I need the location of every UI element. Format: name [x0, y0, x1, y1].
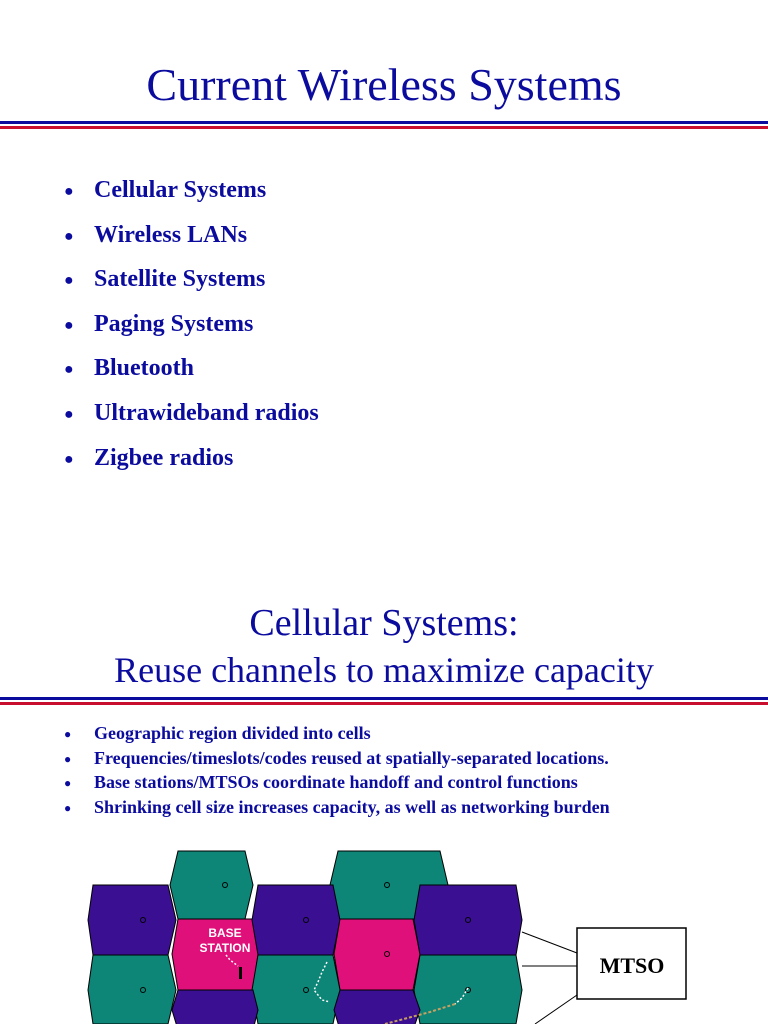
mobile-path-icon — [313, 961, 331, 1003]
list-item: ●Frequencies/timeslots/codes reused at s… — [64, 747, 609, 768]
slide2-bullet-list: ●Geographic region divided into cells ●F… — [64, 723, 610, 821]
slide2-title-rule — [0, 697, 768, 705]
list-item: ●Ultrawideband radios — [64, 399, 319, 444]
list-item: ●Base stations/MTSOs coordinate handoff … — [64, 772, 578, 792]
list-item: ●Geographic region divided into cells — [64, 723, 371, 743]
cell-purple — [87, 884, 177, 956]
slide1-bullet-list: ●Cellular Systems ●Wireless LANs ●Satell… — [64, 176, 319, 488]
cell-teal — [169, 850, 254, 920]
base-station-dot — [140, 987, 146, 993]
base-station-label-line1: BASE — [208, 926, 241, 940]
mtso-link-line — [521, 931, 578, 954]
mobile-path-icon — [454, 987, 469, 1005]
slide2-title-line1: Cellular Systems: — [249, 602, 519, 644]
slide1-title-rule — [0, 121, 768, 129]
cell-teal — [413, 954, 523, 1024]
base-station-dot — [303, 917, 309, 923]
bullet-dot-icon: ● — [64, 361, 74, 379]
slide2-title-line2: Reuse channels to maximize capacity — [114, 650, 654, 690]
bullet-dot-icon: ● — [64, 272, 74, 290]
list-item: ●Shrinking cell size increases capacity,… — [64, 796, 610, 817]
list-item: ●Paging Systems — [64, 310, 319, 355]
mobile-path-icon — [384, 1003, 456, 1024]
base-station-dot — [222, 882, 228, 888]
cell-teal — [87, 954, 177, 1024]
list-item: ●Satellite Systems — [64, 265, 319, 310]
list-item: ●Cellular Systems — [64, 176, 319, 221]
bullet-dot-icon: ● — [64, 183, 74, 200]
base-station-dot — [384, 882, 390, 888]
bullet-dot-icon: ● — [64, 751, 72, 766]
list-item: ●Bluetooth — [64, 354, 319, 399]
cell-purple — [333, 989, 421, 1024]
mtso-label: MTSO — [600, 953, 665, 978]
cell-teal — [251, 954, 341, 1024]
mtso-box — [576, 927, 687, 1000]
bullet-dot-icon: ● — [64, 800, 72, 815]
list-item: ●Zigbee radios — [64, 444, 319, 489]
base-station-dot — [384, 951, 390, 957]
base-station-dot — [303, 987, 309, 993]
cell-purple — [413, 884, 523, 956]
bullet-dot-icon: ● — [64, 727, 72, 741]
antenna-icon — [239, 967, 242, 979]
base-station-dot — [140, 917, 146, 923]
mobile-path-icon — [225, 954, 239, 967]
bullet-dot-icon: ● — [64, 405, 74, 423]
list-item: ●Wireless LANs — [64, 221, 319, 266]
slide1-title: Current Wireless Systems — [146, 59, 622, 110]
mtso-link-line — [534, 994, 578, 1024]
bullet-dot-icon: ● — [64, 450, 74, 468]
base-station-label-line2: STATION — [200, 941, 251, 955]
cell-purple — [171, 989, 259, 1024]
bullet-dot-icon: ● — [64, 316, 74, 334]
cell-purple — [251, 884, 341, 956]
bullet-dot-icon: ● — [64, 776, 72, 790]
cellular-network-diagram: BASE STATION MTSO — [87, 850, 687, 1024]
bullet-dot-icon: ● — [64, 227, 74, 245]
base-station-dot — [465, 917, 471, 923]
base-station-dot — [465, 987, 471, 993]
cell-magenta — [333, 918, 421, 991]
